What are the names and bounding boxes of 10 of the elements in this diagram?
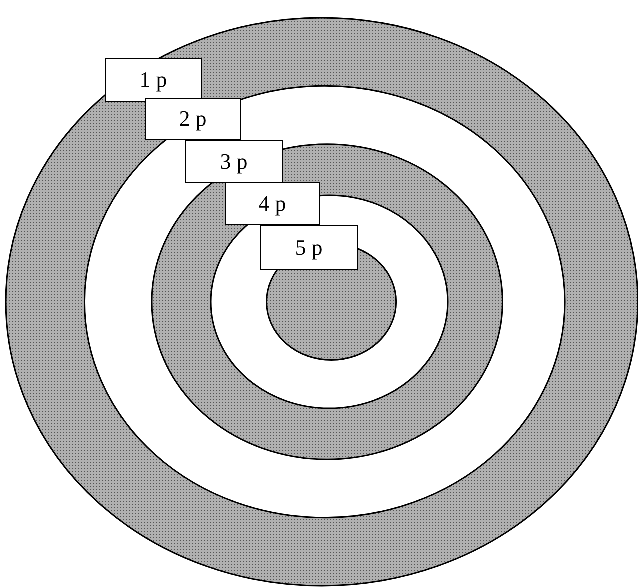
- label-box: [105, 58, 202, 102]
- label-text: 4 p: [258, 190, 286, 216]
- label-box: [185, 140, 283, 183]
- label-box: [260, 225, 358, 270]
- label-text: 3 p: [220, 148, 248, 174]
- label-text: 2 p: [179, 106, 207, 132]
- label-text: 5 p: [295, 234, 323, 260]
- label-box: [145, 98, 241, 140]
- label-box: [225, 182, 320, 225]
- label-text: 1 p: [140, 67, 168, 93]
